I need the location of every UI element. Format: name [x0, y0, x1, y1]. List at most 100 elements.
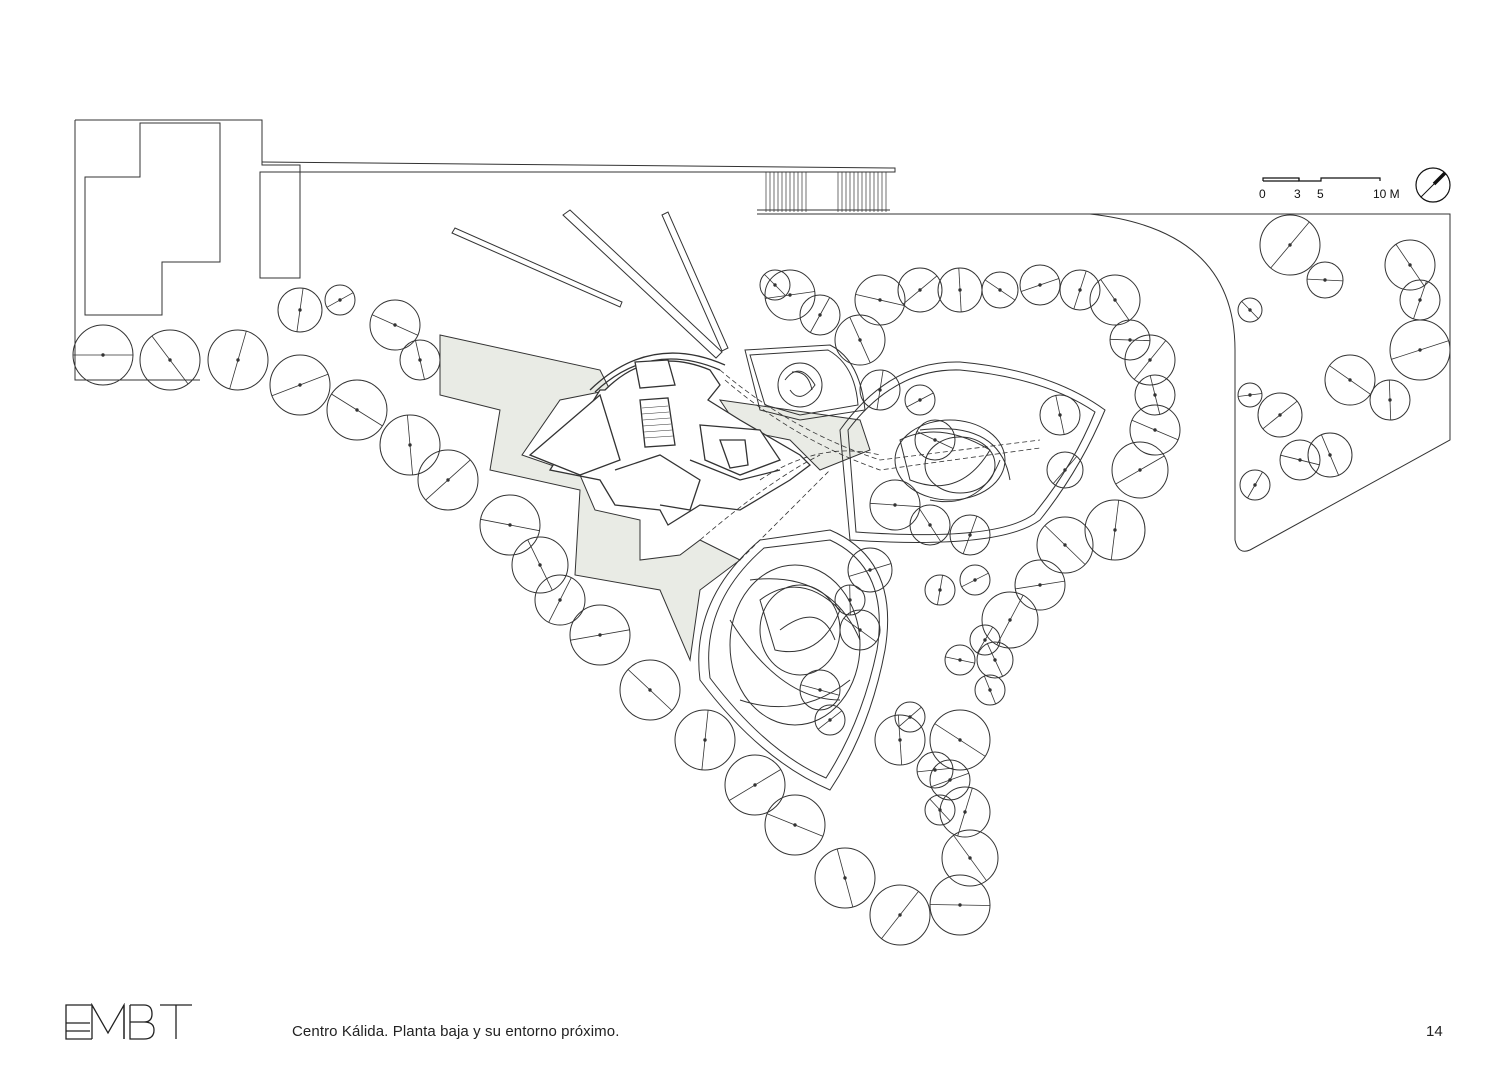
garden-leaf-east [839, 361, 1106, 543]
tree-symbol [941, 829, 999, 887]
tree-symbol [1014, 559, 1066, 611]
tree-symbol [1324, 354, 1376, 406]
tree-symbol [511, 536, 569, 594]
tree-symbol [534, 574, 586, 626]
tree-symbol [974, 674, 1006, 706]
tree-symbol [324, 284, 356, 316]
left-neighbor-plot [74, 119, 301, 381]
tree-symbol [959, 564, 991, 596]
tree-symbol [1307, 432, 1353, 478]
tree-symbol [1046, 451, 1084, 489]
tree-symbol [969, 624, 1001, 656]
tree-symbol [1399, 279, 1441, 321]
tree-symbol [869, 884, 931, 946]
page-number: 14 [1426, 1023, 1443, 1040]
tree-symbol [799, 294, 841, 336]
tree-symbol [269, 354, 331, 416]
tree-symbol [1384, 239, 1436, 291]
tree-symbol [1039, 394, 1081, 436]
tree-symbol [1239, 469, 1271, 501]
tree-symbol [909, 504, 951, 546]
tree-symbol [1084, 499, 1146, 561]
embt-logo [65, 1003, 192, 1040]
tree-symbol [1129, 404, 1181, 456]
tree-symbol [1124, 334, 1176, 386]
tree-symbol [981, 271, 1019, 309]
tree-symbol [1109, 319, 1151, 361]
tree-symbol [72, 324, 134, 386]
tree-symbol [1306, 261, 1344, 299]
tree-symbol [1036, 516, 1094, 574]
tree-symbol [277, 287, 323, 333]
top-road [261, 161, 1451, 235]
tree-symbol [674, 709, 736, 771]
scale-bar [1262, 177, 1381, 182]
tree-symbol [914, 419, 956, 461]
tree-symbol [814, 704, 846, 736]
tree-symbol [369, 299, 421, 351]
tree-symbol [479, 494, 541, 556]
tree-symbol [924, 574, 956, 606]
tree-symbol [379, 414, 441, 476]
scale-label-3: 3 [1294, 187, 1301, 201]
tree-symbol [869, 479, 921, 531]
tree-symbol [724, 754, 786, 816]
tree-symbol [874, 714, 926, 766]
tree-symbol [799, 669, 841, 711]
scale-label-10m: 10 M [1373, 187, 1400, 201]
tree-symbol [326, 379, 388, 441]
tree-symbol [859, 369, 901, 411]
tree-symbol [894, 701, 926, 733]
trees [72, 214, 1451, 946]
radiating-walls [451, 209, 729, 359]
garden-pod-small [744, 344, 866, 421]
tree-symbol [1279, 439, 1321, 481]
tree-symbol [569, 604, 631, 666]
tree-symbol [944, 644, 976, 676]
tree-symbol [399, 339, 441, 381]
north-arrow-icon [1415, 167, 1451, 203]
central-building [528, 352, 811, 526]
tree-symbol [1059, 269, 1101, 311]
scale-label-0: 0 [1259, 187, 1266, 201]
tree-symbol [764, 269, 816, 321]
tree-symbol [847, 547, 893, 593]
tree-symbol [897, 267, 943, 313]
tree-symbol [139, 329, 201, 391]
tree-symbol [834, 584, 866, 616]
tree-symbol [417, 449, 479, 511]
tree-symbol [839, 609, 881, 651]
tree-symbol [949, 514, 991, 556]
tree-symbol [619, 659, 681, 721]
tree-symbol [1257, 392, 1303, 438]
tree-symbol [854, 274, 906, 326]
tree-symbol [1134, 374, 1176, 416]
tree-symbol [939, 786, 991, 838]
tree-symbol [1111, 441, 1169, 499]
tree-symbol [1369, 379, 1411, 421]
tree-symbol [1389, 319, 1451, 381]
tree-symbol [834, 314, 886, 366]
tree-symbol [1089, 274, 1141, 326]
tree-symbol [1237, 382, 1263, 408]
right-plot [1089, 213, 1451, 552]
tree-symbol [981, 591, 1039, 649]
tree-symbol [814, 847, 876, 909]
tree-symbol [1237, 297, 1263, 323]
tree-symbol [976, 641, 1014, 679]
garden-paths [699, 369, 1041, 561]
tree-symbol [924, 794, 956, 826]
tree-symbol [929, 709, 991, 771]
tree-symbol [207, 329, 269, 391]
scale-label-5: 5 [1317, 187, 1324, 201]
tree-symbol [1019, 264, 1061, 306]
tree-symbol [759, 269, 791, 301]
tree-symbol [916, 751, 954, 789]
tree-symbol [929, 874, 991, 936]
garden-leaf-south [698, 529, 889, 791]
tree-symbol [764, 794, 826, 856]
tree-symbol [1259, 214, 1321, 276]
page-caption: Centro Kálida. Planta baja y su entorno … [292, 1023, 620, 1040]
tree-symbol [904, 384, 936, 416]
